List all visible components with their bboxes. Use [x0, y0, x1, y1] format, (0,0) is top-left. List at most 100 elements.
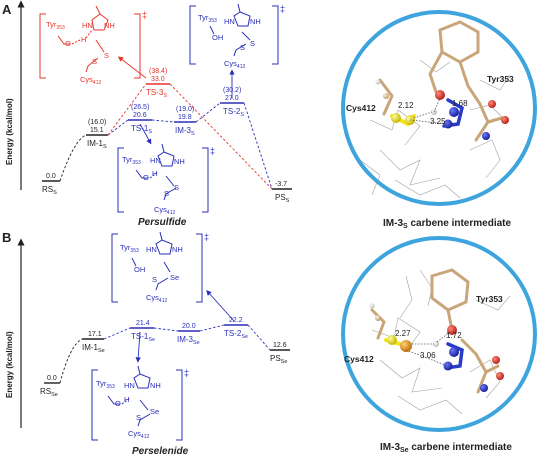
ps-s-energy: -3.7 [275, 181, 287, 188]
panel-a-y-axis-label: Energy (kcal/mol) [5, 98, 14, 165]
image-a-dist-3: 3.25 [430, 117, 446, 126]
ts1-s-label: TS-1S [131, 124, 152, 135]
image-b-tyr-label: Tyr353 [476, 294, 503, 304]
svg-text:Cys412: Cys412 [224, 59, 245, 70]
svg-text:H: H [124, 395, 129, 404]
svg-text:Cys412: Cys412 [128, 429, 149, 440]
ts3-s-bracket: (38.4) [149, 68, 167, 75]
ts3-s-label: TS-3S [146, 88, 167, 99]
rs-se-label: RSSe [40, 387, 58, 398]
svg-text:OH: OH [134, 265, 145, 274]
svg-text:NH: NH [250, 17, 261, 26]
svg-text:HN: HN [224, 17, 235, 26]
svg-text:OH: OH [212, 33, 223, 42]
panel-b-energy-levels [44, 324, 290, 384]
svg-text:Cys412: Cys412 [80, 75, 101, 86]
panel-a-letter: A [2, 2, 12, 17]
image-b-dist-3: 3.06 [420, 351, 436, 360]
image-b-dist-2: 1.72 [446, 331, 462, 340]
svg-text:NH: NH [150, 381, 161, 390]
svg-text:‡: ‡ [142, 10, 147, 20]
svg-text:‡: ‡ [210, 146, 215, 156]
panel-b-image-caption: IM-3Se carbene intermediate [380, 442, 512, 454]
svg-text:S: S [164, 189, 169, 198]
ts1-se-energy: 21.4 [136, 320, 150, 327]
structure-ts2-se-text: Tyr353 OH HN NH Se S Cys412 ‡ [120, 232, 209, 304]
ps-se-energy: 12.6 [273, 342, 287, 349]
svg-text:O: O [143, 173, 149, 182]
panel-a-state-names: RSS IM-1S TS-1S IM-3S TS-2S PSS TS-3S [42, 88, 290, 204]
svg-text:S: S [240, 43, 245, 52]
im1-s-energy: 15.1 [90, 127, 104, 134]
ps-s-label: PSS [275, 193, 290, 204]
svg-text:H: H [81, 35, 86, 44]
svg-text:Tyr353: Tyr353 [198, 13, 217, 24]
ts1-s-pointer [139, 123, 152, 145]
image-a-tyr-label: Tyr353 [487, 74, 514, 84]
image-b-cys-label: Cys412 [344, 354, 374, 364]
panel-b-connectors [59, 324, 271, 384]
svg-text:S: S [250, 39, 255, 48]
svg-text:Cys412: Cys412 [154, 205, 175, 216]
im3-se-label: IM-3Se [177, 335, 200, 346]
rs-s-label: RSS [42, 185, 57, 196]
panel-b-y-axis-label: Energy (kcal/mol) [5, 331, 14, 398]
svg-text:‡: ‡ [204, 232, 209, 242]
ts2-s-label: TS-2S [223, 107, 244, 118]
im3-s-bracket: (19.0) [176, 106, 194, 113]
svg-text:‡: ‡ [280, 4, 285, 14]
panel-b-state-names: RSSe IM-1Se TS-1Se IM-3Se TS-2Se PSSe [40, 329, 287, 398]
ts2-se-energy: 22.2 [229, 317, 243, 324]
panel-a-energy-levels [42, 83, 292, 190]
structure-ts1-se [91, 365, 183, 441]
ts1-s-bracket: (26.5) [131, 104, 149, 111]
panel-a-image-caption: IM-3S carbene intermediate [383, 218, 511, 230]
svg-text:‡: ‡ [184, 368, 189, 378]
svg-text:S: S [136, 413, 141, 422]
svg-text:HN: HN [146, 245, 157, 254]
im3-s-label: IM-3S [175, 126, 195, 137]
panel-a-3d-image: Cys412 Tyr353 2.12 1.68 3.25 [341, 10, 537, 206]
svg-text:O: O [115, 399, 121, 408]
panel-b-3d-image: Cys412 Tyr353 2.27 1.72 3.06 [341, 236, 537, 432]
svg-text:Se: Se [170, 273, 179, 282]
svg-text:Tyr353: Tyr353 [120, 243, 139, 254]
image-b-dist-1: 2.27 [395, 329, 411, 338]
ps-se-label: PSSe [270, 354, 287, 365]
svg-text:NH: NH [174, 157, 185, 166]
ts1-se-pointer [135, 331, 141, 363]
structure-ts2-se [111, 231, 203, 303]
svg-text:HN: HN [124, 381, 135, 390]
ts3-s-pointer [117, 56, 147, 79]
svg-text:Se: Se [150, 407, 159, 416]
svg-text:S: S [152, 275, 157, 284]
ts2-se-label: TS-2Se [224, 329, 248, 340]
ts3-s-energy: 33.0 [151, 76, 165, 83]
svg-text:H: H [152, 169, 157, 178]
panel-b-bottom-label: Perselenide [132, 446, 189, 457]
panel-a-connectors [59, 83, 273, 190]
image-a-dist-1: 2.12 [398, 101, 414, 110]
image-a-dist-2: 1.68 [452, 99, 468, 108]
image-a-cys-label: Cys412 [346, 103, 376, 113]
ts2-se-pointer [206, 289, 235, 322]
im1-s-label: IM-1S [87, 139, 107, 150]
rs-s-energy: 0.0 [46, 173, 56, 180]
svg-text:Tyr353: Tyr353 [122, 155, 141, 166]
structure-ts3-s-text: Tyr353 O H HN NH S S Cys412 ‡ [46, 10, 147, 86]
structure-ts1-s-text: Tyr353 O H HN NH S S Cys412 ‡ [122, 146, 215, 216]
im1-se-energy: 17.1 [88, 331, 102, 338]
panel-a-energy-labels: 0.0 (16.0) 15.1 (26.5) 20.6 (19.0) 19.8 … [46, 68, 287, 188]
svg-text:HN: HN [82, 21, 93, 30]
structure-ts2-s [189, 3, 279, 65]
structure-ts1-se-text: Tyr353 O H HN NH Se S Cys412 ‡ [96, 368, 189, 440]
svg-text:NH: NH [104, 21, 115, 30]
structure-ts1-s [117, 143, 209, 213]
svg-text:S: S [92, 57, 97, 66]
panel-a-bottom-label: Persulfide [138, 217, 187, 228]
im1-s-bracket: (16.0) [88, 119, 106, 126]
im3-s-energy: 19.8 [178, 114, 192, 121]
svg-text:Tyr353: Tyr353 [96, 379, 115, 390]
